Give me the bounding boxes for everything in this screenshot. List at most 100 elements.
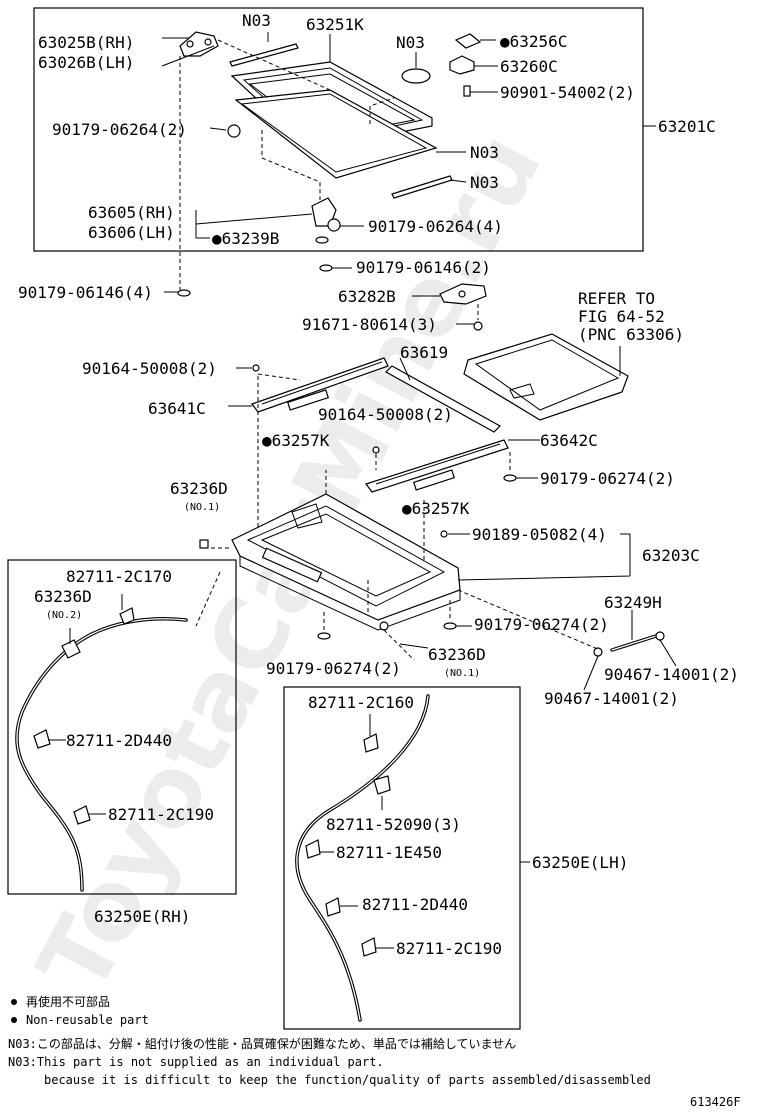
legend-en: Non-reusable part: [26, 1013, 149, 1027]
label-82711-2c170: 82711-2C170: [66, 567, 172, 586]
label-91671: 91671-80614(3): [302, 315, 437, 334]
label-90164-50008-b: 90164-50008(2): [318, 405, 453, 424]
label-no2: (NO.2): [46, 610, 82, 621]
label-63282b: 63282B: [338, 287, 396, 306]
legend-jp: 再使用不可部品: [26, 994, 110, 1009]
washer-icon: [503, 474, 517, 482]
label-82711-2c190: 82711-2C190: [108, 805, 214, 824]
part-labels: 63025B(RH) 63026B(LH) N03 63251K N03 ●63…: [18, 11, 739, 958]
label-82711-1e450: 82711-1E450: [336, 843, 442, 862]
hose-clip-icon: [73, 805, 91, 825]
label-n03: N03: [242, 11, 271, 30]
label-82711-2d440-b: 82711-2D440: [362, 895, 468, 914]
label-90179-06274-c: 90179-06274(2): [266, 659, 401, 678]
label-63606: 63606(LH): [88, 223, 175, 242]
label-63641c: 63641C: [148, 399, 206, 418]
label-refer-to: REFER TO: [578, 289, 655, 308]
screw-icon: [372, 446, 380, 454]
label-90901: 90901-54002(2): [500, 83, 635, 102]
clip-63260c: [449, 55, 475, 75]
label-n03: N03: [470, 173, 499, 192]
hose-clamp-icon: [655, 631, 665, 641]
label-n03: N03: [470, 143, 499, 162]
label-90179-06264: 90179-06264(2): [52, 120, 187, 139]
label-63250e-rh: 63250E(RH): [94, 907, 190, 926]
label-63203c: 63203C: [642, 546, 700, 565]
label-refer-fig: FIG 64-52: [578, 307, 665, 326]
n03-pad: [401, 68, 431, 84]
label-90164-50008: 90164-50008(2): [82, 359, 217, 378]
sunroof-glass-assembly-box: [33, 7, 644, 252]
rail-63619: [385, 365, 501, 433]
washer-icon: [317, 632, 331, 640]
hose-clip-icon: [33, 729, 51, 749]
label-90189-05082: 90189-05082(4): [472, 525, 607, 544]
label-63236d: 63236D: [170, 479, 228, 498]
housing-rail: [261, 547, 323, 583]
label-63249h: 63249H: [604, 593, 662, 612]
label-63251k: 63251K: [306, 15, 364, 34]
hose-clip-icon: [373, 775, 391, 795]
label-90179-06146-2: 90179-06146(2): [356, 258, 491, 277]
washer-icon: [177, 289, 191, 297]
label-63257k-b: ●63257K: [402, 499, 470, 518]
label-90467-b: 90467-14001(2): [544, 689, 679, 708]
nut-icon: [327, 218, 341, 232]
label-63619: 63619: [400, 343, 448, 362]
label-63256c: ●63256C: [500, 32, 567, 51]
drain-hose-rh-box: [7, 559, 237, 895]
label-n03: N03: [396, 33, 425, 52]
hose-clamp-icon: [593, 647, 603, 657]
sunroof-glass-sheet: [234, 89, 438, 179]
label-63236d-no1: 63236D: [428, 645, 486, 664]
label-63250e-lh: 63250E(LH): [532, 853, 628, 872]
note-en-1: N03:This part is not supplied as an indi…: [8, 1055, 384, 1069]
label-82711-2c160: 82711-2C160: [308, 693, 414, 712]
washer-icon: [319, 264, 333, 272]
bracket-bolt-icon: [204, 38, 212, 46]
connector-icon: [379, 621, 389, 631]
note-jp: N03:この部品は、分解・組付け後の性能・品質確保が困難なため、単品では補給して…: [8, 1036, 516, 1051]
figure-id: 613426F: [690, 1095, 741, 1109]
label-63642c: 63642C: [540, 431, 598, 450]
bolt-icon: [440, 530, 448, 538]
note-en-2: because it is difficult to keep the func…: [44, 1073, 651, 1087]
hose-clip-icon: [363, 733, 379, 753]
label-63025b: 63025B(RH): [38, 33, 134, 52]
label-90179-06146-4: 90179-06146(4): [18, 283, 153, 302]
label-90467-a: 90467-14001(2): [604, 665, 739, 684]
weatherstrip-piece: [229, 43, 299, 67]
hose-clip-icon: [361, 937, 377, 957]
label-63026b: 63026B(LH): [38, 53, 134, 72]
label-82711-2d440: 82711-2D440: [66, 731, 172, 750]
bracket-bolt-icon: [186, 40, 194, 48]
label-82711-2c190-b: 82711-2C190: [396, 939, 502, 958]
label-63236d-no2: 63236D: [34, 587, 92, 606]
label-63257k: ●63257K: [262, 431, 330, 450]
label-no1-b: (NO.1): [444, 668, 480, 679]
non-reusable-dot-icon: [11, 999, 17, 1005]
hose-clip-icon: [325, 897, 341, 917]
label-refer-pnc: (PNC 63306): [578, 325, 684, 344]
screw-icon: [252, 364, 260, 372]
nut-icon: [227, 124, 241, 138]
label-63605: 63605(RH): [88, 203, 175, 222]
sunshade-panel: [463, 333, 629, 421]
rail-pad: [286, 389, 330, 411]
connector-icon: [199, 539, 209, 549]
non-reusable-dot-icon: [11, 1017, 17, 1023]
label-63260c: 63260C: [500, 57, 558, 76]
drain-hose-lh-box: [283, 686, 521, 1030]
hinge-bracket: [179, 31, 219, 57]
bolt-icon: [458, 290, 466, 298]
label-90179-06264-4: 90179-06264(4): [368, 217, 503, 236]
screw-icon: [463, 85, 471, 97]
label-63239b: ●63239B: [212, 229, 279, 248]
label-63201c: 63201C: [658, 117, 716, 136]
rail-pad: [412, 469, 456, 491]
hinge-bracket-lower: [311, 197, 337, 227]
hose-clip-icon: [305, 839, 321, 859]
label-no1: (NO.1): [184, 502, 220, 513]
label-82711-52090: 82711-52090(3): [326, 815, 461, 834]
